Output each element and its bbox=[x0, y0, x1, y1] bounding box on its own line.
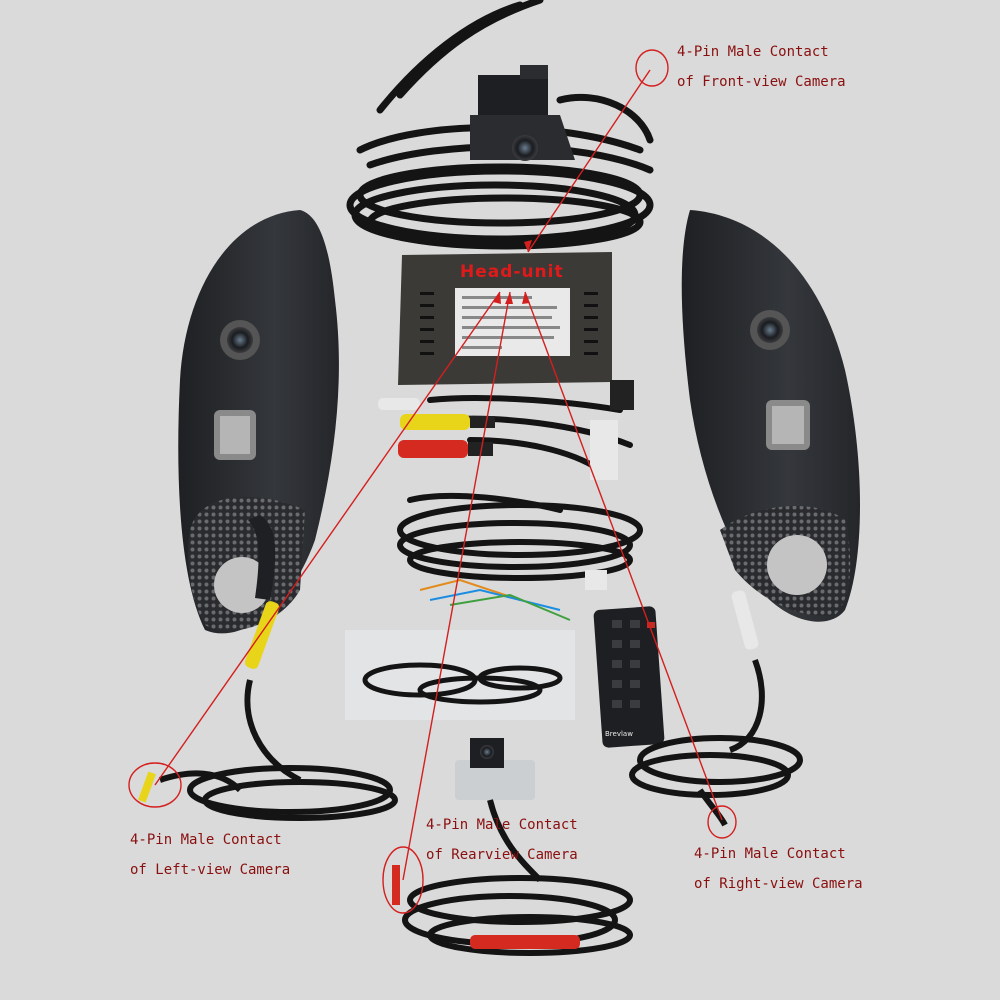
cable-bag bbox=[345, 630, 575, 720]
remote-control bbox=[593, 606, 665, 748]
mirror-cover-left bbox=[178, 210, 339, 634]
wiring-harness bbox=[378, 380, 643, 621]
front-camera bbox=[470, 65, 575, 161]
right-camera-label-line1: 4-Pin Male Contact bbox=[694, 846, 846, 862]
left-camera-label-line1: 4-Pin Male Contact bbox=[130, 832, 282, 848]
left-camera-label: 4-Pin Male Contact of Left-view Camera bbox=[130, 825, 290, 885]
left-camera-cable bbox=[138, 601, 398, 821]
remote-brand-text: Brevlaw bbox=[605, 730, 633, 738]
rear-camera-label-line1: 4-Pin Male Contact bbox=[426, 817, 578, 833]
right-camera-cable bbox=[629, 590, 803, 827]
front-camera-label: 4-Pin Male Contact of Front-view Camera bbox=[677, 37, 846, 97]
mirror-cover-right bbox=[681, 210, 860, 622]
rear-camera-label: 4-Pin Male Contact of Rearview Camera bbox=[426, 810, 578, 870]
head-unit-label: Head-unit bbox=[460, 262, 564, 282]
annotation-arrowheads bbox=[493, 240, 532, 304]
rear-camera bbox=[392, 738, 633, 956]
right-camera-label-line2: of Right-view Camera bbox=[694, 876, 863, 892]
right-camera-label: 4-Pin Male Contact of Right-view Camera bbox=[694, 839, 863, 899]
left-camera-label-line2: of Left-view Camera bbox=[130, 862, 291, 878]
front-camera-label-line2: of Front-view Camera bbox=[677, 74, 846, 90]
annotation-arrows bbox=[128, 49, 737, 914]
front-camera-label-line1: 4-Pin Male Contact bbox=[677, 44, 829, 60]
rear-camera-label-line2: of Rearview Camera bbox=[426, 847, 578, 863]
